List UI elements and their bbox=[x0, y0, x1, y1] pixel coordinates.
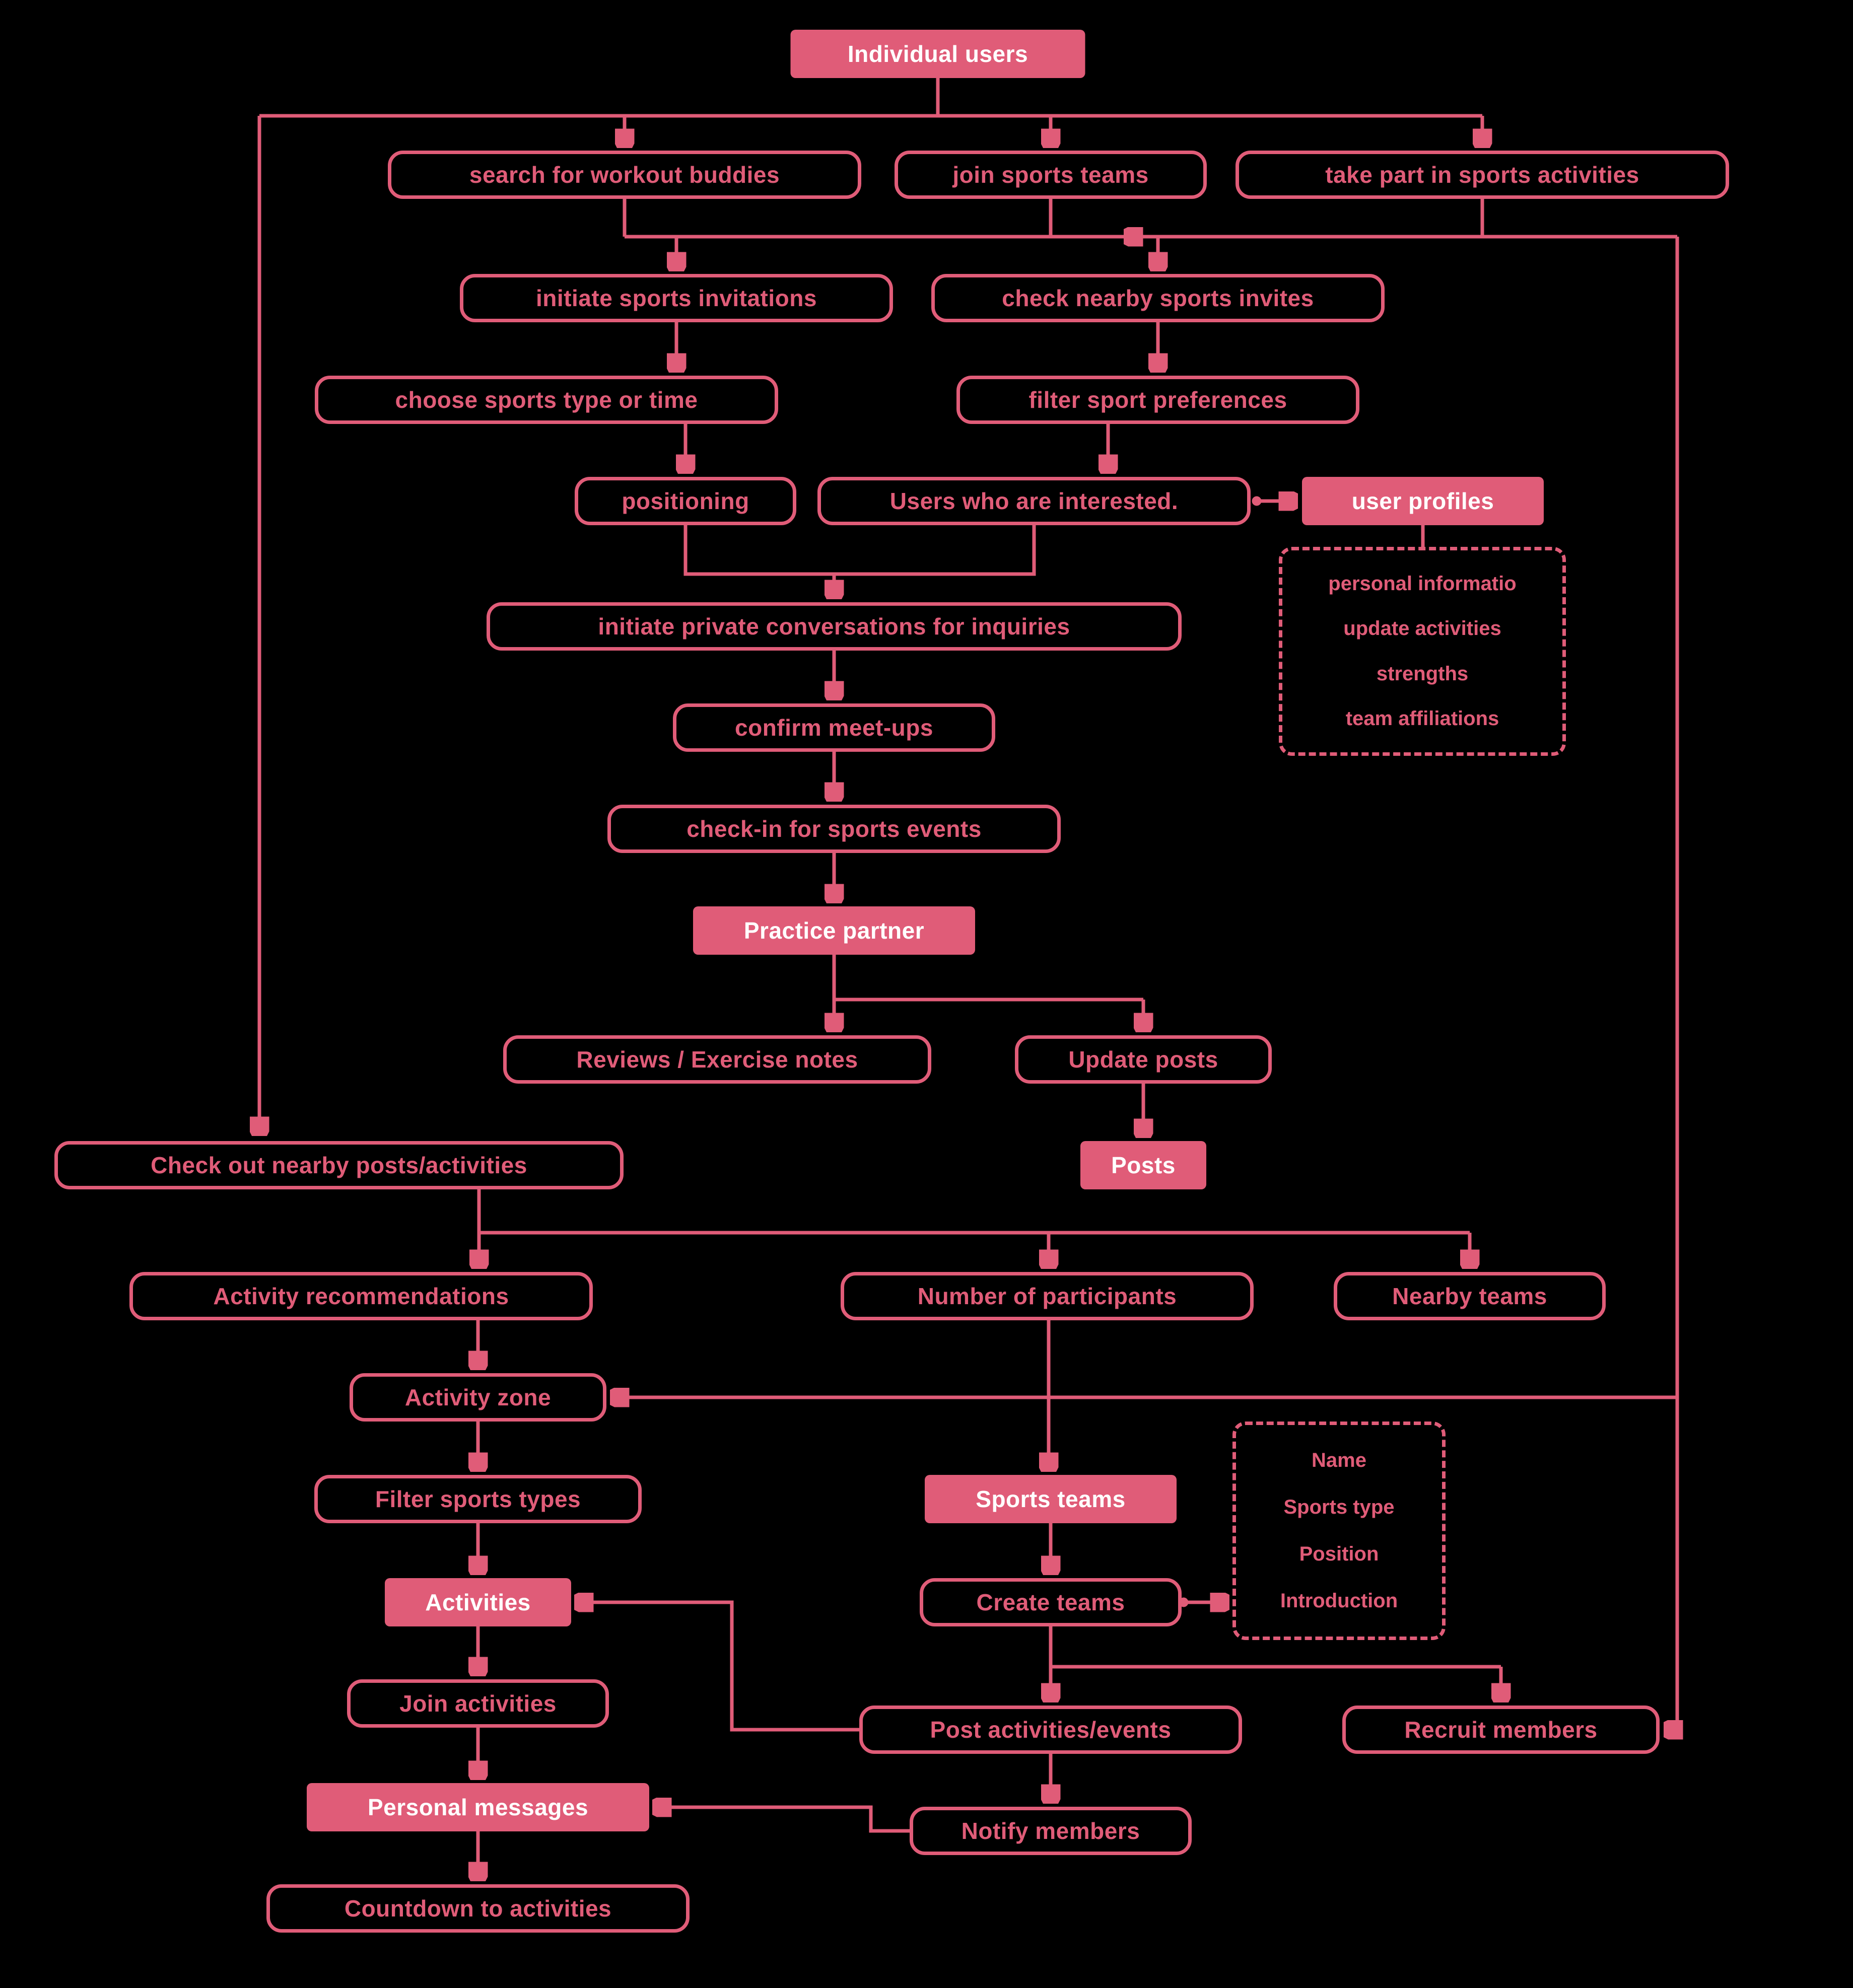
node-posts: Posts bbox=[1080, 1141, 1206, 1189]
node-activity-recommendations: Activity recommendations bbox=[129, 1272, 593, 1320]
node-activities: Activities bbox=[385, 1578, 571, 1626]
node-post-activities-events: Post activities/events bbox=[859, 1706, 1242, 1754]
team-detail-item: Introduction bbox=[1280, 1590, 1398, 1612]
node-number-of-participants: Number of participants bbox=[841, 1272, 1254, 1320]
node-confirm-meet-ups: confirm meet-ups bbox=[673, 703, 995, 752]
node-user-profiles: user profiles bbox=[1302, 477, 1544, 525]
node-check-in-for-sports-events: check-in for sports events bbox=[607, 805, 1061, 853]
node-take-part-sports-activities: take part in sports activities bbox=[1236, 151, 1729, 199]
node-choose-sports-type-or-time: choose sports type or time bbox=[315, 376, 778, 424]
node-filter-sport-preferences: filter sport preferences bbox=[956, 376, 1359, 424]
node-initiate-sports-invitations: initiate sports invitations bbox=[460, 274, 893, 322]
node-join-activities: Join activities bbox=[347, 1679, 609, 1728]
team-details-box: Name Sports type Position Introduction bbox=[1232, 1422, 1446, 1640]
node-update-posts: Update posts bbox=[1015, 1035, 1272, 1084]
profile-detail-item: personal informatio bbox=[1328, 573, 1517, 595]
node-practice-partner: Practice partner bbox=[693, 906, 975, 955]
profile-detail-item: update activities bbox=[1343, 617, 1501, 640]
node-join-sports-teams: join sports teams bbox=[895, 151, 1207, 199]
profile-detail-item: team affiliations bbox=[1345, 707, 1499, 730]
team-detail-item: Sports type bbox=[1283, 1496, 1395, 1518]
node-recruit-members: Recruit members bbox=[1342, 1706, 1660, 1754]
profile-detail-item: strengths bbox=[1376, 662, 1469, 685]
node-positioning: positioning bbox=[575, 477, 796, 525]
node-countdown-to-activities: Countdown to activities bbox=[266, 1884, 690, 1933]
node-check-out-nearby-posts-activities: Check out nearby posts/activities bbox=[54, 1141, 624, 1189]
user-profile-details-box: personal informatio update activities st… bbox=[1279, 547, 1566, 756]
node-activity-zone: Activity zone bbox=[350, 1373, 606, 1422]
node-initiate-private-conversations: initiate private conversations for inqui… bbox=[487, 602, 1182, 651]
node-nearby-teams: Nearby teams bbox=[1334, 1272, 1606, 1320]
node-sports-teams: Sports teams bbox=[925, 1475, 1177, 1523]
node-personal-messages: Personal messages bbox=[307, 1783, 649, 1831]
team-detail-item: Position bbox=[1299, 1543, 1379, 1565]
node-individual-users: Individual users bbox=[790, 30, 1085, 78]
node-users-who-are-interested: Users who are interested. bbox=[817, 477, 1251, 525]
team-detail-item: Name bbox=[1312, 1449, 1366, 1471]
node-notify-members: Notify members bbox=[910, 1807, 1192, 1855]
node-create-teams: Create teams bbox=[920, 1578, 1182, 1626]
node-filter-sports-types: Filter sports types bbox=[314, 1475, 642, 1523]
node-reviews-exercise-notes: Reviews / Exercise notes bbox=[503, 1035, 931, 1084]
node-check-nearby-sports-invites: check nearby sports invites bbox=[931, 274, 1385, 322]
node-search-workout-buddies: search for workout buddies bbox=[388, 151, 861, 199]
